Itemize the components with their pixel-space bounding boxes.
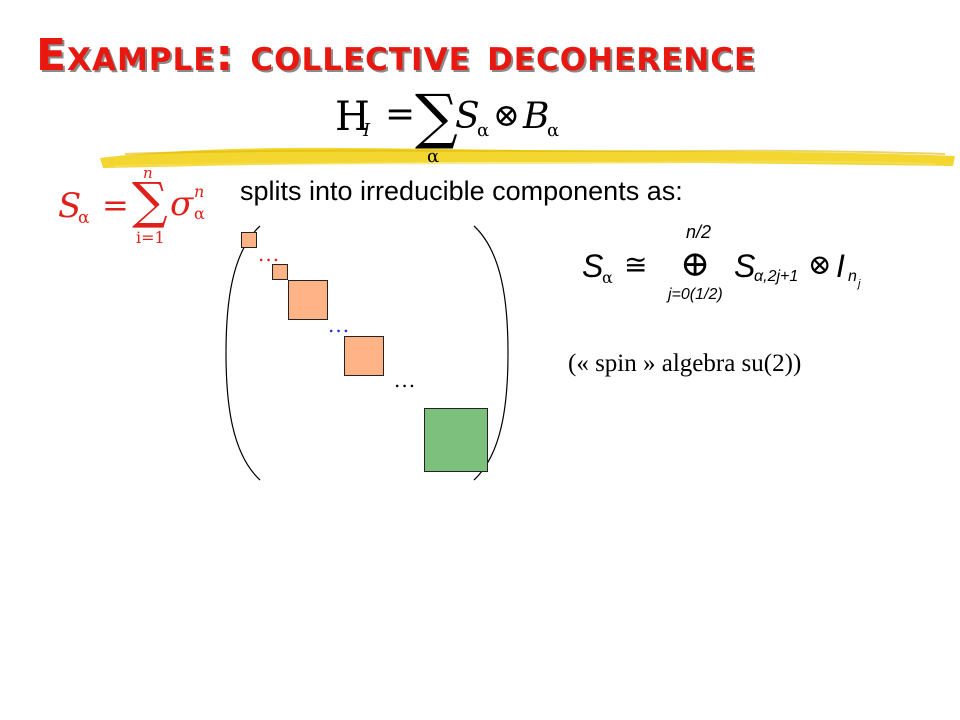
slide-title: Example: collective decoherence [36,30,757,81]
system-operator: S [455,96,480,137]
hamiltonian-formula: H I = ∑ α S α ⊗ B α [335,82,565,168]
identity-subscript: n [848,268,857,285]
sigma-subscript: α [194,204,205,223]
equals-sign: = [385,94,416,135]
hamiltonian-symbol: H [335,94,370,140]
matrix-block-3 [288,280,328,320]
decomp-term: S [734,248,756,284]
s-alpha-definition: S α = n ∑ i=1 σ n α [58,164,228,254]
matrix-dots-red: ... [258,242,281,266]
system-operator-subscript: α [477,120,490,141]
matrix-dots-blue: ... [328,313,351,337]
matrix-block-1 [241,232,257,248]
s-alpha-lhs: S [58,186,82,226]
matrix-block-4 [344,336,384,376]
spin-algebra-note: (« spin » algebra su(2)) [568,350,802,377]
decomp-term-subscript: α,2j+1 [754,268,799,285]
splits-text: splits into irreducible components as: [240,176,683,206]
sum-symbol: ∑ [132,172,168,230]
tensor-symbol: ⊗ [493,96,520,134]
sigma-superscript: n [194,182,205,201]
block-diagonal-matrix: ... ... ... [222,222,512,484]
identity-subsubscript: j [858,278,861,290]
matrix-block-large [424,408,488,472]
hamiltonian-subscript: I [363,120,371,141]
decomp-lhs: S [582,248,604,284]
sum-lower-limit: i=1 [136,228,165,247]
matrix-brackets [225,225,509,481]
oplus-lower-limit: j=0(1/2) [668,286,723,303]
sum-subscript: α [427,146,440,167]
sigma-symbol: σ [170,184,194,224]
oplus-symbol: ⊕ [680,244,711,285]
tensor-symbol: ⊗ [808,248,832,281]
bath-operator: B [523,96,550,137]
equals-sign: = [102,186,129,224]
sum-symbol: ∑ [415,82,458,152]
s-alpha-lhs-subscript: α [78,208,90,228]
highlighter-stroke [100,147,955,168]
matrix-dots-black: ... [394,368,417,392]
congruent-symbol: ≅ [624,248,648,281]
identity-operator: I [836,248,845,284]
decomposition-formula: S α ≅ n/2 ⊕ j=0(1/2) S α,2j+1 ⊗ I n j [582,222,872,312]
matrix-block-2 [272,264,288,280]
bath-operator-subscript: α [547,120,560,141]
sum-upper-limit: n [143,164,153,182]
oplus-upper-limit: n/2 [686,222,712,242]
decomp-lhs-subscript: α [602,268,613,287]
